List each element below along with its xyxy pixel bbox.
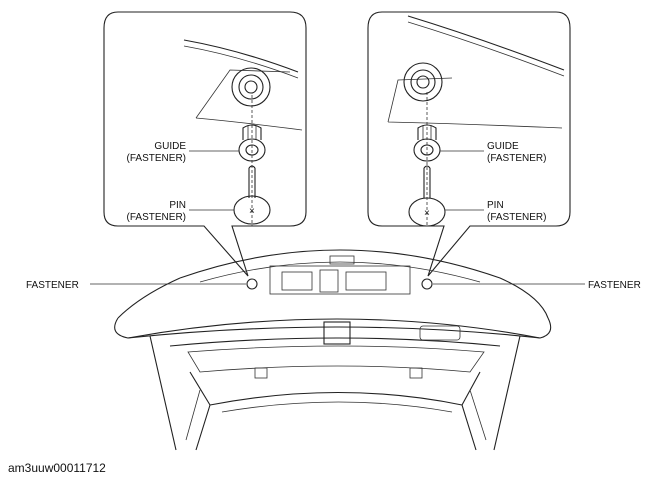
right-callout: × xyxy=(367,11,571,277)
guide-left-label-1: GUIDE xyxy=(154,141,186,152)
left-callout: × xyxy=(103,11,307,277)
guide-right-label-1: GUIDE xyxy=(487,141,519,152)
pin-left-label-1: PIN xyxy=(169,200,186,211)
guide-right-label-2: (FASTENER) xyxy=(487,153,546,164)
svg-text:×: × xyxy=(249,206,255,217)
pin-right-label-2: (FASTENER) xyxy=(487,212,546,223)
figure-id-caption: am3uuw00011712 xyxy=(8,461,106,475)
pin-left-label-2: (FASTENER) xyxy=(127,212,186,223)
tailgate-illustration xyxy=(114,249,552,451)
guide-left-label-2: (FASTENER) xyxy=(127,153,186,164)
pin-right-label-1: PIN xyxy=(487,200,504,211)
fastener-right-label: FASTENER xyxy=(588,280,641,291)
svg-text:×: × xyxy=(424,208,430,219)
fastener-left-label: FASTENER xyxy=(26,280,79,291)
